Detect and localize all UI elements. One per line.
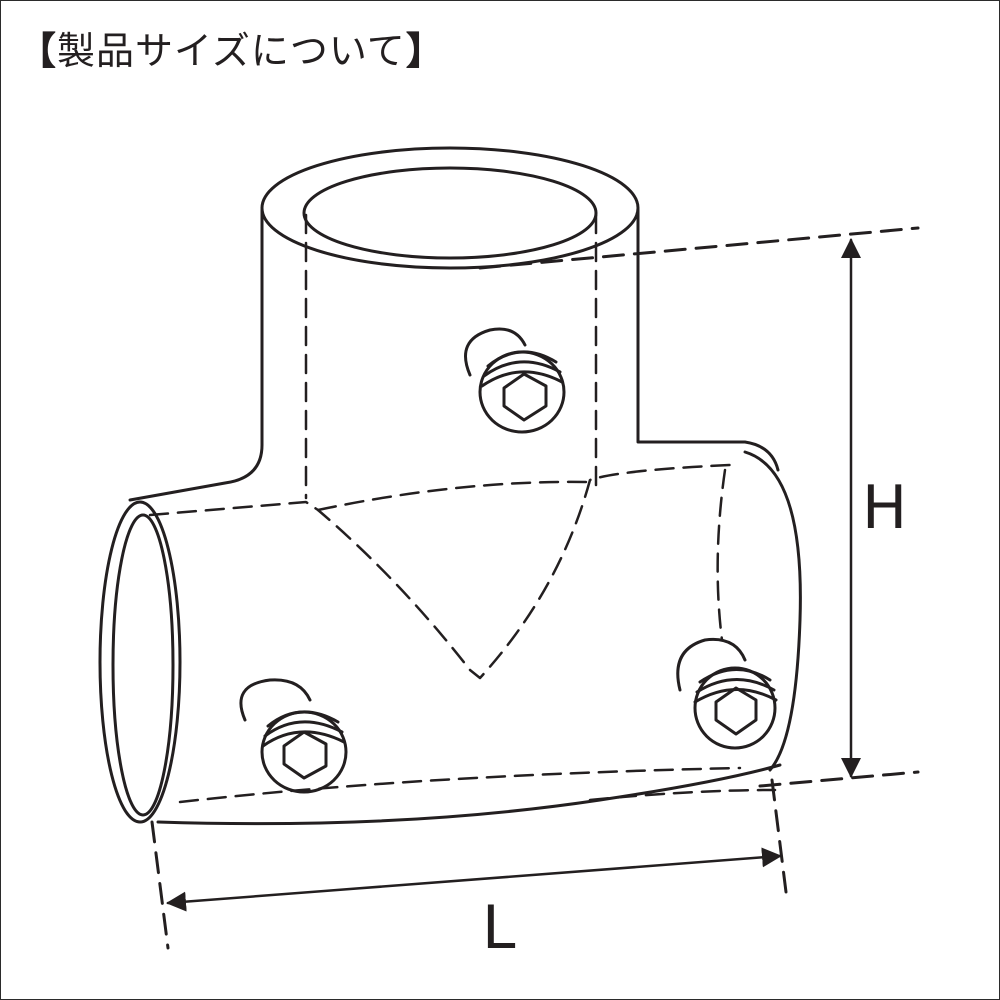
- left-pipe-outer-rim: [98, 500, 182, 824]
- top-pipe-inner-rim: [302, 166, 598, 260]
- top-pipe-right-side: [636, 208, 780, 472]
- right-pipe-end-outline: [743, 450, 802, 772]
- hex-socket-set-screw-icon: [239, 327, 778, 794]
- h-extension-bottom: [758, 770, 920, 788]
- set-screw-right: [676, 637, 778, 750]
- horizontal-pipe-bottom-edge: [156, 763, 782, 826]
- height-label: H: [862, 473, 907, 543]
- hidden-lines: [148, 213, 777, 804]
- hidden-bottom-right: [588, 788, 777, 802]
- dimension-extension-lines: [150, 226, 920, 950]
- title-open-bracket: 【: [18, 29, 58, 73]
- hidden-saddle-top: [316, 480, 590, 512]
- page-title: 【製品サイズについて】: [18, 20, 445, 75]
- hidden-right-bore-edge: [716, 468, 727, 642]
- h-extension-top: [478, 226, 920, 270]
- title-text: 製品サイズについて: [57, 29, 406, 73]
- left-pipe-inner-rim: [111, 513, 175, 817]
- set-screw-left: [239, 678, 348, 794]
- title-close-bracket: 】: [405, 29, 445, 73]
- length-label: L: [482, 893, 516, 963]
- top-pipe-left-side: [128, 208, 264, 502]
- l-extension-left: [150, 820, 170, 950]
- top-pipe-outer-rim: [260, 146, 640, 270]
- pipe-tee-fitting-icon: [98, 146, 802, 826]
- hidden-bore-bottom: [178, 766, 742, 804]
- length-dimension-arrow: [166, 847, 782, 912]
- l-extension-right: [770, 778, 788, 894]
- set-screw-top: [464, 327, 566, 434]
- hidden-intersection-curve: [148, 463, 732, 680]
